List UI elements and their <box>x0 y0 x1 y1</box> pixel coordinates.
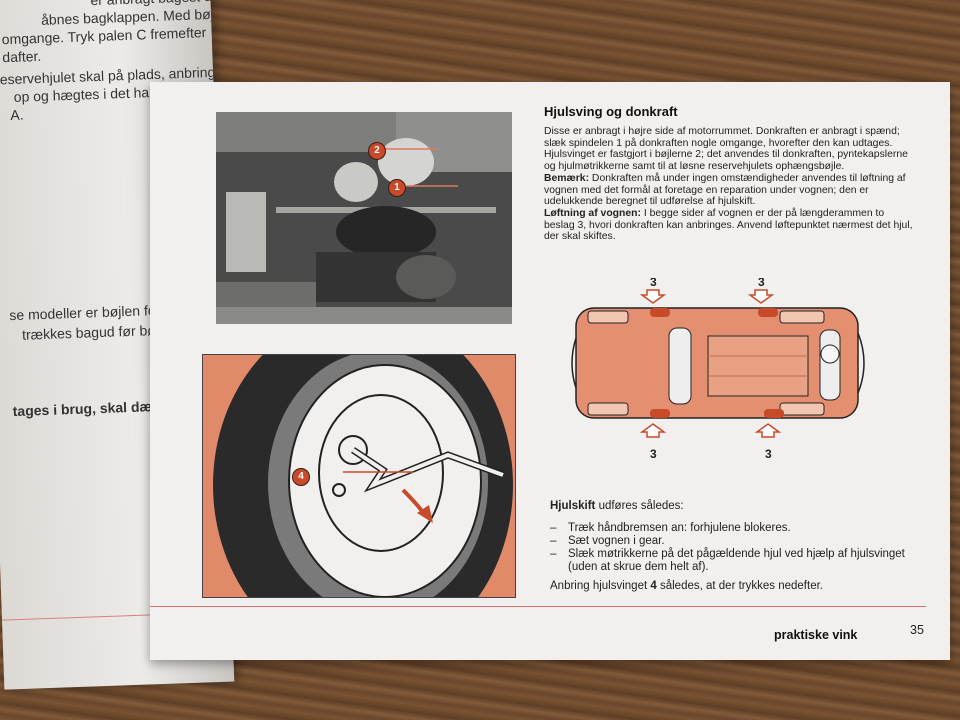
paragraph-2: Hjulsvinget er fastgjort i bøjlerne 2; d… <box>544 149 908 173</box>
arrow-up-icon <box>754 423 782 438</box>
lift-point-label: 3 <box>765 447 772 461</box>
arrow-down-icon <box>747 289 775 304</box>
arrow-down-icon <box>639 289 667 304</box>
paragraph-4: Løftning af vognen: I begge sider af vog… <box>544 207 913 243</box>
tire-and-wrench-drawing <box>203 355 515 597</box>
manual-page: 2 1 4 Hjulsving og donkraft Disse er anb… <box>150 82 950 660</box>
page-number: 35 <box>910 623 924 637</box>
wheel-change-heading: Hjulskift udføres således: <box>550 500 684 512</box>
engine-photo <box>216 112 512 324</box>
illus-marker-4: 4 <box>292 468 310 486</box>
footer-section-name: praktiske vink <box>774 628 858 642</box>
engine-bay-illustration <box>216 112 512 324</box>
footer-rule <box>150 606 926 607</box>
wheel-change-steps: –Træk håndbremsen an: forhjulene blokere… <box>550 522 930 574</box>
lift-point-label: 3 <box>758 278 765 289</box>
lift-point-marker <box>764 409 784 418</box>
step-item: –Træk håndbremsen an: forhjulene blokere… <box>550 522 791 534</box>
wheel-closing-text: Anbring hjulsvinget 4 således, at der tr… <box>550 580 823 592</box>
arrow-up-icon <box>639 423 667 438</box>
lift-point-marker <box>758 308 778 317</box>
car-top-view-diagram: 3 3 3 3 <box>571 278 865 461</box>
section-title: Hjulsving og donkraft <box>544 104 678 119</box>
paragraph-3: Bemærk: Donkraften må under ingen omstæn… <box>544 172 906 208</box>
left-line-3: omgange. Tryk palen C fremefter <box>1 24 207 48</box>
wheel-change-section: Hjulskift udføres således: –Træk håndbre… <box>550 500 930 593</box>
step-item: –Sæt vognen i gear. <box>550 535 665 547</box>
left-line-7: A. <box>10 106 24 124</box>
paragraph-1: Disse er anbragt i højre side af motorru… <box>544 126 900 149</box>
step-item: –Slæk møtrikkerne på det pågældende hjul… <box>550 548 905 573</box>
photo-marker-1: 1 <box>388 179 406 197</box>
lift-point-marker <box>650 409 670 418</box>
lift-point-label: 3 <box>650 278 657 289</box>
body-text: Disse er anbragt i højre side af motorru… <box>544 126 914 243</box>
photo-marker-2: 2 <box>368 142 386 160</box>
lift-point-marker <box>650 308 670 317</box>
wheel-illustration <box>202 354 516 598</box>
lift-point-label: 3 <box>650 447 657 461</box>
left-line-4: dafter. <box>2 47 42 66</box>
